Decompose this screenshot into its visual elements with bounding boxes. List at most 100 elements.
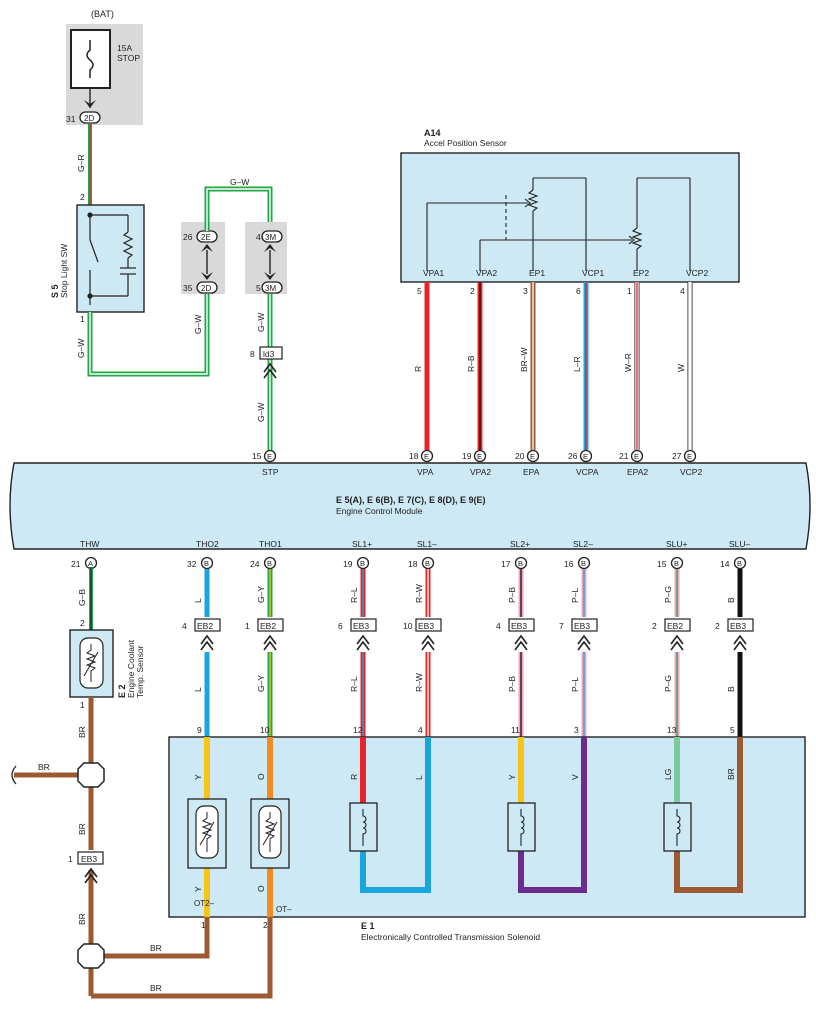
eb-connector bbox=[415, 618, 442, 632]
eb-pin: 10 bbox=[403, 621, 413, 631]
sw-pin-bottom: 1 bbox=[80, 314, 85, 324]
eb-wire-up-label: P–B bbox=[507, 587, 517, 603]
a14-terminal-pin: 2 bbox=[470, 286, 475, 296]
eb-connector bbox=[194, 618, 221, 632]
sol-inner-wire-label: Y bbox=[193, 774, 203, 780]
wire-g-w-label-4: G–W bbox=[256, 403, 266, 422]
ecm-top-pin: 27 bbox=[672, 451, 682, 461]
eb-connector bbox=[350, 618, 377, 632]
a14-terminal-pin: 5 bbox=[417, 286, 422, 296]
eb-connector bbox=[664, 618, 691, 632]
a14-name: Accel Position Sensor bbox=[424, 138, 507, 148]
coolant-pin-bottom: 1 bbox=[80, 700, 85, 710]
eb-wire-down-label: P–G bbox=[663, 675, 673, 692]
eb-pin: 2 bbox=[715, 621, 720, 631]
j2-down-arrow-icon bbox=[264, 272, 276, 280]
eb-conn-label: EB2 bbox=[197, 621, 213, 631]
j1-top-pin: 26 bbox=[183, 232, 193, 242]
eb-chevron-icon bbox=[356, 634, 370, 651]
ecm-bottom-conn: B bbox=[674, 559, 679, 568]
fuse-arrow-icon bbox=[84, 100, 96, 108]
j2-up-arrow-icon bbox=[264, 244, 276, 252]
ground-wire-4: BR bbox=[150, 943, 162, 953]
coolant-id: E 2 bbox=[117, 684, 127, 698]
eb-conn-label: EB3 bbox=[511, 621, 527, 631]
sol-pin: 5 bbox=[730, 725, 735, 735]
eb-conn-label: EB3 bbox=[418, 621, 434, 631]
ld3-chevron-icon bbox=[263, 362, 277, 379]
fuse-element-icon bbox=[86, 40, 94, 78]
eb-wire-down-label: L bbox=[193, 687, 203, 692]
eb-conn-label: EB3 bbox=[730, 621, 746, 631]
ecm-bottom-pin: 18 bbox=[408, 559, 418, 569]
a14-terminal-pin: 6 bbox=[576, 286, 581, 296]
eb-wire-up-label: P–G bbox=[663, 586, 673, 603]
ecm-stp-conn: E bbox=[267, 452, 272, 461]
eb-wire-down-label: R–W bbox=[414, 673, 424, 692]
ecm-bottom-label: SLU– bbox=[729, 539, 751, 549]
sol-pin-ot-minus: 2 bbox=[263, 920, 268, 930]
eb-pin: 1 bbox=[245, 621, 250, 631]
ecm-top-conn: E bbox=[583, 452, 588, 461]
eb-wire-up-label: L bbox=[193, 598, 203, 603]
ecm-bottom-conn: B bbox=[581, 559, 586, 568]
ecm-bottom-conn: B bbox=[360, 559, 365, 568]
ecm-bottom-connector bbox=[577, 556, 591, 570]
eb-pin: 4 bbox=[182, 621, 187, 631]
ecm-top-conn: E bbox=[424, 452, 429, 461]
solenoid-id: E 1 bbox=[361, 921, 375, 931]
ground-wire-1: BR bbox=[77, 726, 87, 738]
eb-conn-label: EB2 bbox=[667, 621, 683, 631]
eb-connector bbox=[257, 618, 284, 632]
ecm-top-pin: 21 bbox=[619, 451, 629, 461]
coil-icon bbox=[676, 809, 681, 846]
a14-wire-label: W–R bbox=[623, 353, 633, 372]
wire-g-b-label: G–B bbox=[77, 589, 87, 606]
ecm-top-connector bbox=[579, 449, 593, 463]
coil-wire-return bbox=[518, 737, 587, 893]
ecm-top-connector bbox=[420, 449, 434, 463]
ecm-top-connector bbox=[526, 449, 540, 463]
eb-wire-up-label: G–Y bbox=[256, 586, 266, 603]
ecm-bottom-connector bbox=[356, 556, 370, 570]
ecm-bottom-label: SLU+ bbox=[666, 539, 688, 549]
ecm-bottom-pin: 19 bbox=[343, 559, 353, 569]
ecm-bottom-label: THO2 bbox=[196, 539, 219, 549]
eb-chevron-icon bbox=[733, 634, 747, 651]
sw-name: Stop Light SW bbox=[59, 244, 69, 298]
j2-inline-conn: ld3 bbox=[263, 349, 275, 359]
ecm-bottom-conn: B bbox=[204, 559, 209, 568]
sol-inner-wire-label: LG bbox=[663, 769, 673, 780]
a14-terminal-label: EP2 bbox=[633, 268, 649, 278]
eb-pin: 2 bbox=[652, 621, 657, 631]
a14-terminal-pin: 3 bbox=[523, 286, 528, 296]
wire-g-w-label-top: G–W bbox=[230, 177, 249, 187]
ecm-top-pin: 26 bbox=[568, 451, 578, 461]
ecm-bottom-connector bbox=[670, 556, 684, 570]
ecm-bottom-connector bbox=[514, 556, 528, 570]
j1-bottom-pin: 35 bbox=[183, 283, 193, 293]
ground-inline-conn: EB3 bbox=[81, 854, 97, 864]
coolant-pin-top: 2 bbox=[80, 618, 85, 628]
sol-pin: 11 bbox=[511, 725, 520, 735]
sol-pin: 12 bbox=[353, 725, 363, 735]
j1-down-arrow-icon bbox=[201, 272, 213, 280]
eb-chevron-icon bbox=[670, 634, 684, 651]
eb-wire-down-label: R–L bbox=[349, 676, 359, 692]
sol-inner-wire-label: BR bbox=[726, 768, 736, 780]
fuse-rating: 15A bbox=[117, 43, 132, 53]
wire-g-w-switch bbox=[87, 294, 210, 377]
j1-bottom-conn: 2D bbox=[201, 284, 211, 293]
a14-wire-label: L–R bbox=[572, 356, 582, 372]
j2-top-conn: 3M bbox=[265, 233, 276, 242]
ecm-top-pin: 20 bbox=[515, 451, 525, 461]
eb-pin: 7 bbox=[559, 621, 564, 631]
ecm-top-label: VPA2 bbox=[470, 467, 491, 477]
eb-wire-down-label: P–L bbox=[570, 677, 580, 692]
ecm-stp-label: STP bbox=[262, 467, 279, 477]
ecm-top-label: VPA bbox=[417, 467, 434, 477]
ground-chevron-icon bbox=[84, 867, 98, 884]
wire-g-r-label: G–R bbox=[76, 155, 86, 172]
